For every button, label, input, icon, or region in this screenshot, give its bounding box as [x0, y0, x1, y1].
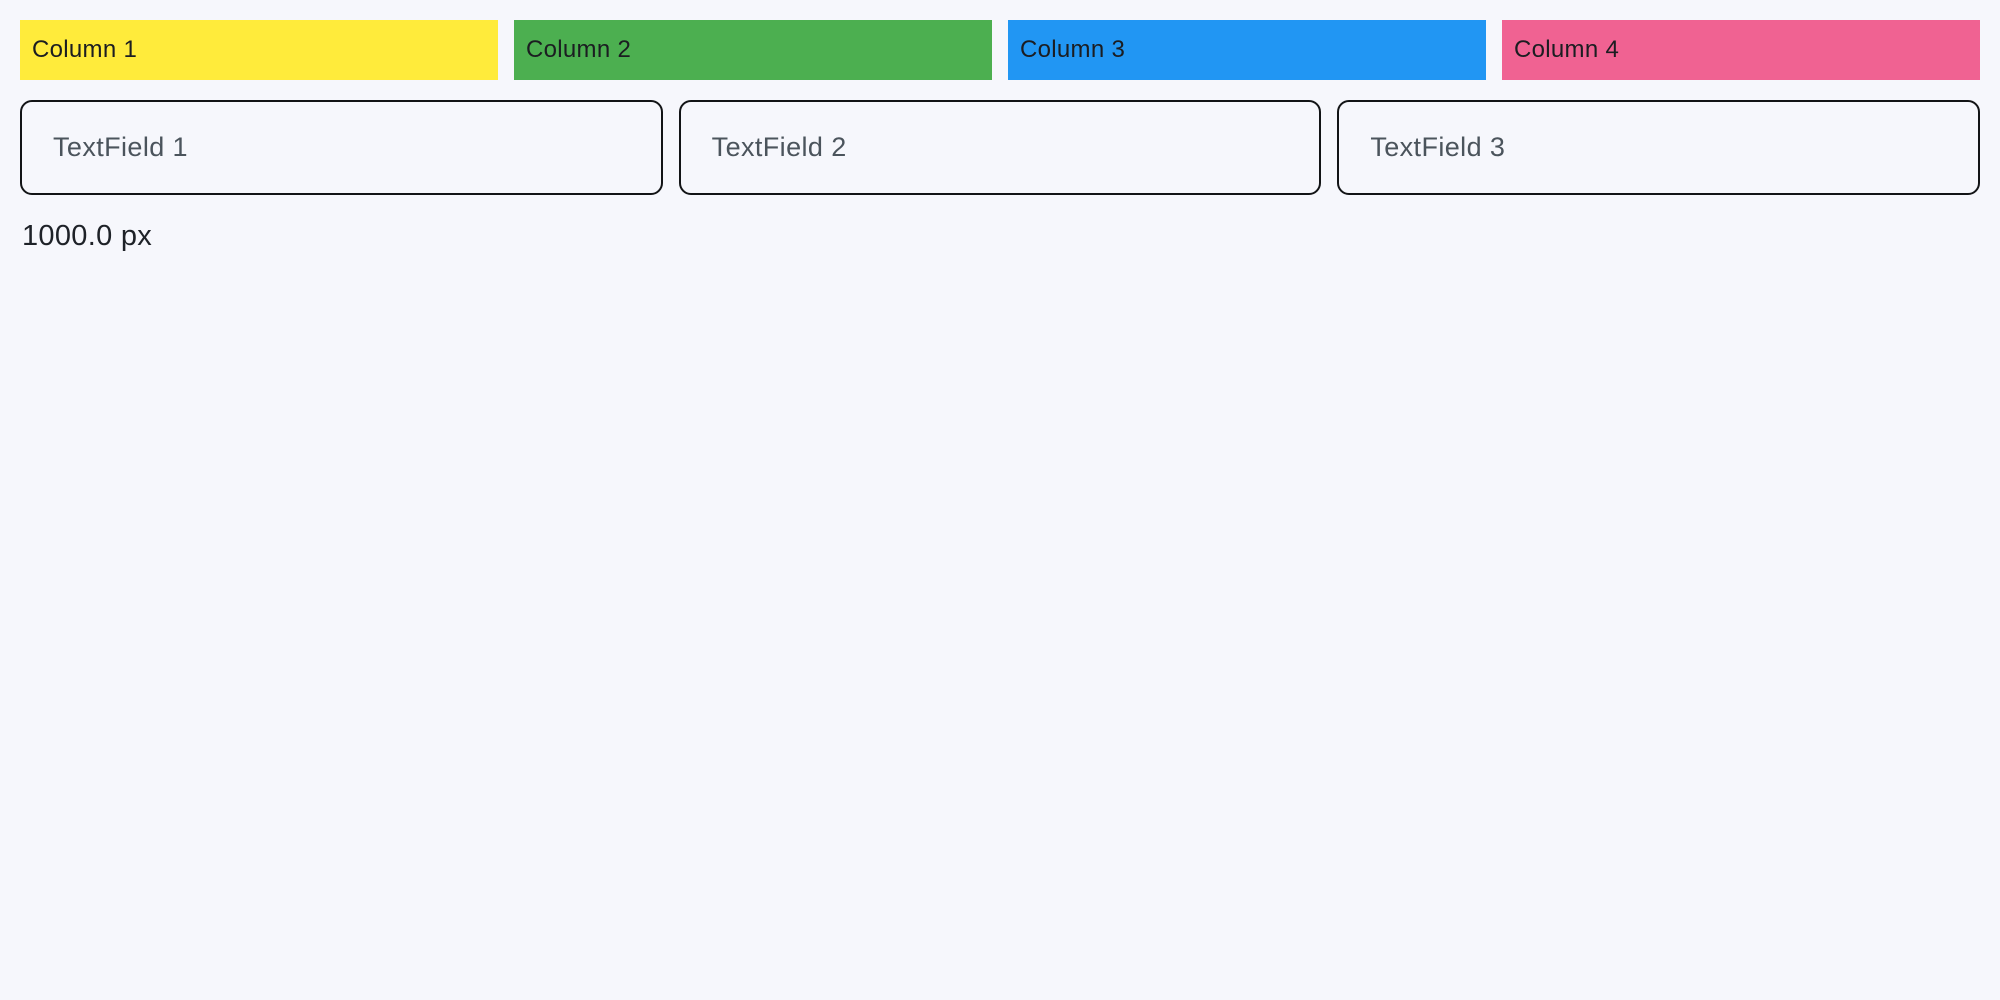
textfield-3[interactable] — [1337, 100, 1981, 195]
column-chip-3: Column 3 — [1008, 20, 1486, 80]
column-chip-1: Column 1 — [20, 20, 498, 80]
textfield-1[interactable] — [20, 100, 663, 195]
column-chip-4: Column 4 — [1502, 20, 1980, 80]
column-chip-1-label: Column 1 — [32, 36, 138, 63]
textfields-row — [20, 100, 1981, 195]
column-chip-4-label: Column 4 — [1514, 36, 1620, 63]
column-chip-2: Column 2 — [514, 20, 992, 80]
width-readout: 1000.0 px — [22, 220, 153, 252]
textfield-2[interactable] — [678, 100, 1322, 195]
columns-row: Column 1 Column 2 Column 3 Column 4 — [20, 20, 1980, 80]
column-chip-3-label: Column 3 — [1020, 36, 1126, 63]
column-chip-2-label: Column 2 — [526, 36, 632, 63]
